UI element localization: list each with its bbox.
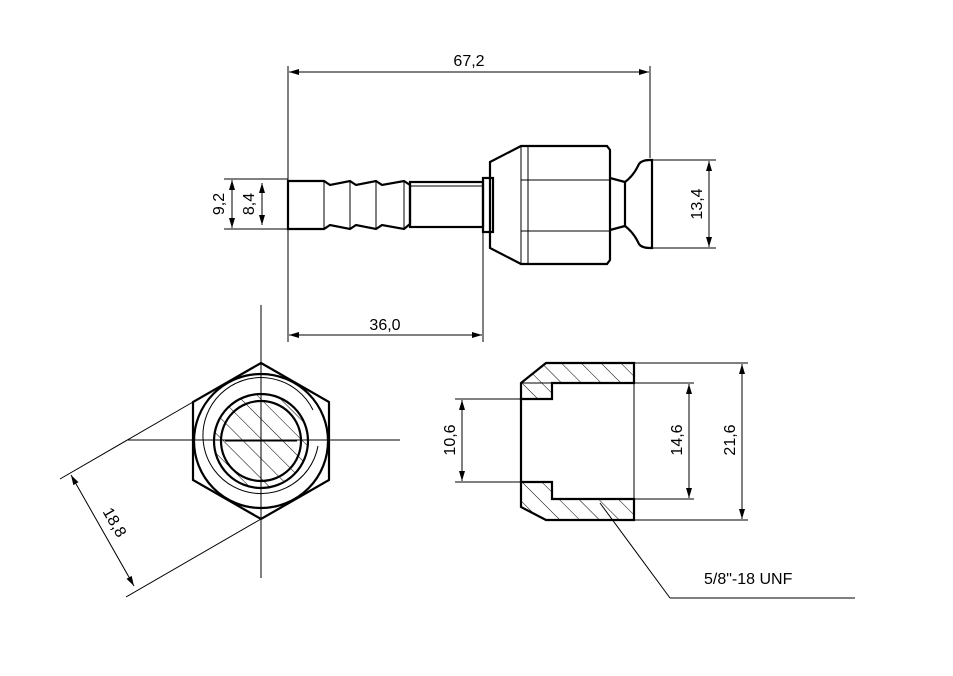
- dim-overall-length: 67,2: [287, 53, 651, 180]
- dim-label-barb-inner: 8,4: [241, 193, 258, 215]
- nut-section-top: [519, 361, 636, 401]
- dim-barb-length: 36,0: [287, 230, 484, 342]
- side-view: 67,2 36,0 9,2 8,4 13,4: [211, 53, 716, 342]
- nut-section-view: 10,6 14,6 21,6 5/8"-18 UNF: [442, 361, 855, 599]
- hex-nut-side: [488, 144, 612, 266]
- dim-label-bore-dia: 10,6: [442, 424, 459, 455]
- flange: [609, 158, 654, 250]
- stem: [408, 180, 485, 229]
- dim-bore-dia: 10,6: [442, 398, 521, 483]
- thread-callout: 5/8"-18 UNF: [599, 502, 855, 599]
- dim-thread-minor-dia: 14,6: [634, 382, 694, 500]
- nut-section-bottom: [519, 480, 636, 522]
- dim-barb-diameters: 9,2 8,4: [211, 178, 288, 230]
- dim-label-flange-dia: 13,4: [689, 188, 706, 219]
- thread-callout-label: 5/8"-18 UNF: [704, 571, 793, 588]
- dim-label-hex-across-flats: 18,8: [99, 505, 129, 541]
- dim-label-overall-length: 67,2: [453, 53, 484, 70]
- dim-nut-outer-dia: 21,6: [634, 362, 748, 521]
- hose-barb: [286, 179, 412, 231]
- dim-label-barb-outer: 9,2: [211, 193, 228, 215]
- dim-label-barb-length: 36,0: [369, 317, 400, 334]
- dim-label-thread-minor-dia: 14,6: [669, 424, 686, 455]
- dim-label-nut-outer-dia: 21,6: [722, 424, 739, 455]
- collar: [481, 176, 495, 234]
- dim-flange-dia: 13,4: [652, 159, 716, 249]
- end-view: 18,8: [59, 305, 400, 598]
